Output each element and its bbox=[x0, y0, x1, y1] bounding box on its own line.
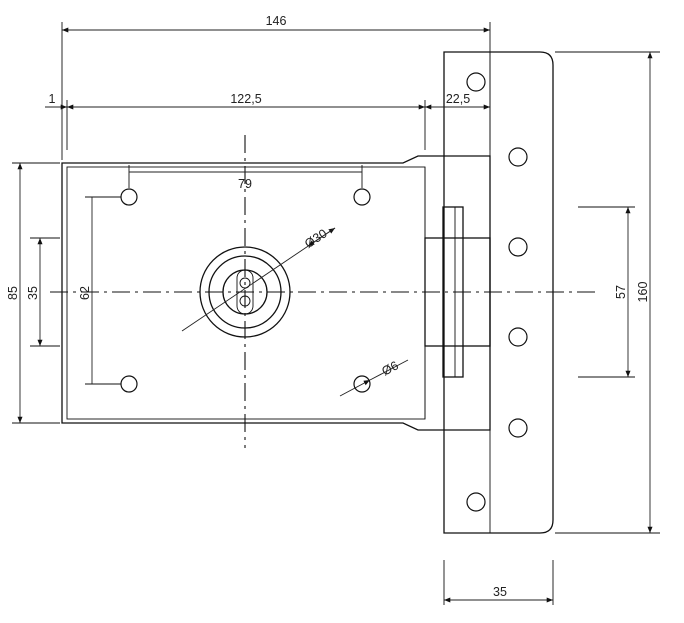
dimension-labels: 146 1 122,5 22,5 79 85 35 62 Ø30 Ø6 57 1… bbox=[6, 14, 650, 599]
plate-hole bbox=[508, 147, 528, 167]
extension-lines bbox=[12, 22, 660, 605]
mount-hole bbox=[120, 188, 138, 206]
dim-hole-spacing-v: 62 bbox=[78, 286, 92, 300]
plate-hole bbox=[466, 492, 486, 512]
dim-inner-height: 35 bbox=[26, 286, 40, 300]
dim-hole-diameter: Ø6 bbox=[379, 358, 400, 378]
plate-hole bbox=[466, 72, 486, 92]
dim-plate-width: 35 bbox=[493, 585, 507, 599]
dim-plate-height: 160 bbox=[636, 282, 650, 303]
plate-holes bbox=[466, 72, 528, 512]
dim-body-height: 85 bbox=[6, 286, 20, 300]
mount-hole bbox=[353, 188, 371, 206]
dim-bolt-height: 57 bbox=[614, 285, 628, 299]
dimension-lines bbox=[17, 27, 653, 603]
dim-body-width: 122,5 bbox=[230, 92, 261, 106]
dim-overall-width: 146 bbox=[266, 14, 287, 28]
plate-hole bbox=[508, 237, 528, 257]
mount-hole bbox=[120, 375, 138, 393]
dim-cylinder-diameter: Ø30 bbox=[302, 226, 329, 251]
dim-offset: 1 bbox=[49, 92, 56, 106]
dim-hole-spacing-h: 79 bbox=[238, 177, 252, 191]
center-lines bbox=[50, 135, 600, 448]
dim-plate-offset: 22,5 bbox=[446, 92, 470, 106]
plate-hole bbox=[508, 327, 528, 347]
plate-hole bbox=[508, 418, 528, 438]
